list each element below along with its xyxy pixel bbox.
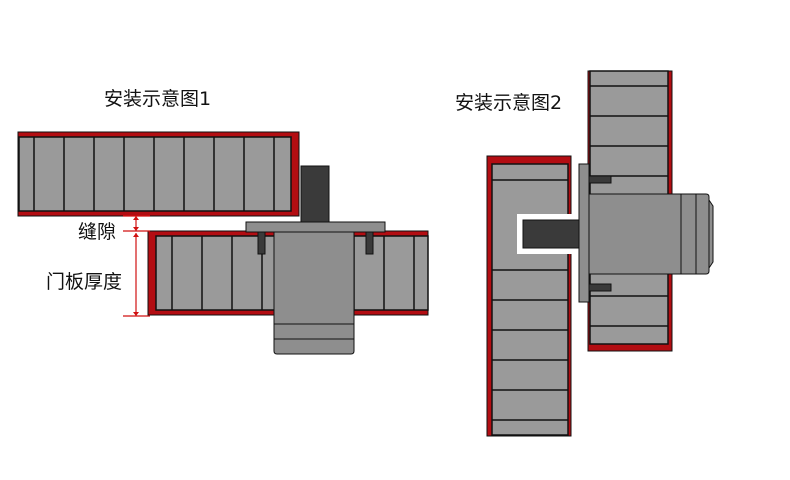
diagram-1 bbox=[17, 131, 429, 355]
diagram-2-title: 安装示意图2 bbox=[455, 92, 563, 114]
thickness-label: 门板厚度 bbox=[46, 271, 123, 293]
upper-door-panel bbox=[17, 131, 300, 217]
diagram-2 bbox=[486, 70, 714, 437]
diagram-1-title: 安装示意图1 bbox=[104, 88, 212, 110]
gap-label: 缝隙 bbox=[78, 221, 117, 243]
left-door-panel bbox=[486, 155, 572, 437]
hinge-1 bbox=[245, 165, 386, 355]
hinge-2 bbox=[517, 163, 714, 303]
gap-dimension bbox=[123, 215, 150, 232]
thickness-dimension bbox=[123, 233, 150, 317]
